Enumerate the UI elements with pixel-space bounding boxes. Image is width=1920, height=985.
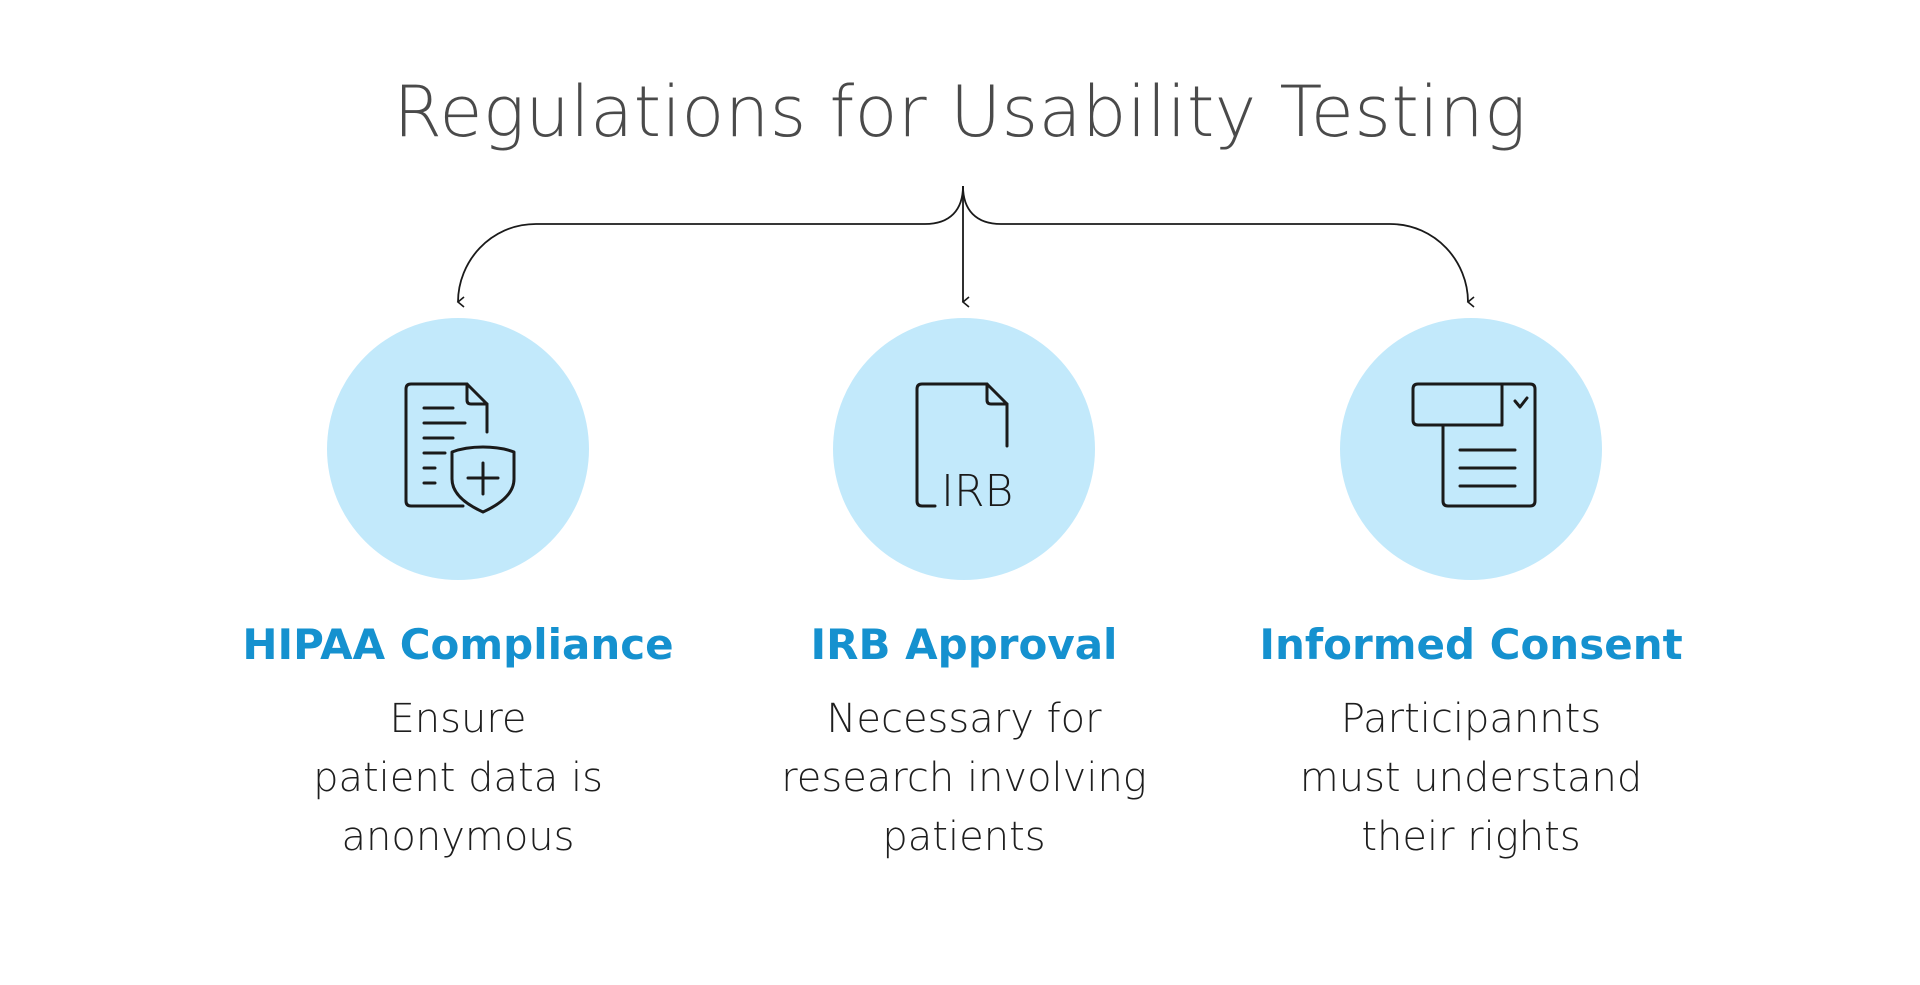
regulation-title: HIPAA Compliance xyxy=(242,620,674,669)
connector-right xyxy=(962,185,1475,308)
irb-document-icon: IRB xyxy=(915,382,1013,517)
consent-form-icon xyxy=(1411,382,1537,508)
regulation-card-irb: IRB IRB Approval Necessary for research … xyxy=(704,318,1224,867)
regulation-card-hipaa: HIPAA Compliance Ensure patient data is … xyxy=(198,318,718,867)
regulation-title: IRB Approval xyxy=(810,620,1118,669)
page-title: Regulations for Usability Testing xyxy=(393,71,1527,153)
irb-label: IRB xyxy=(941,466,1013,517)
regulation-description: Ensure patient data is anonymous xyxy=(313,696,603,861)
icon-circle: IRB xyxy=(833,318,1095,580)
regulation-description: Participannts must understand their righ… xyxy=(1299,696,1643,861)
icon-circle xyxy=(327,318,589,580)
regulation-description: Necessary for research involving patient… xyxy=(781,696,1147,861)
document-shield-icon xyxy=(404,382,516,514)
regulation-card-consent: Informed Consent Participannts must unde… xyxy=(1211,318,1731,867)
regulation-title: Informed Consent xyxy=(1259,620,1683,669)
connector-left xyxy=(456,185,964,308)
icon-circle xyxy=(1340,318,1602,580)
